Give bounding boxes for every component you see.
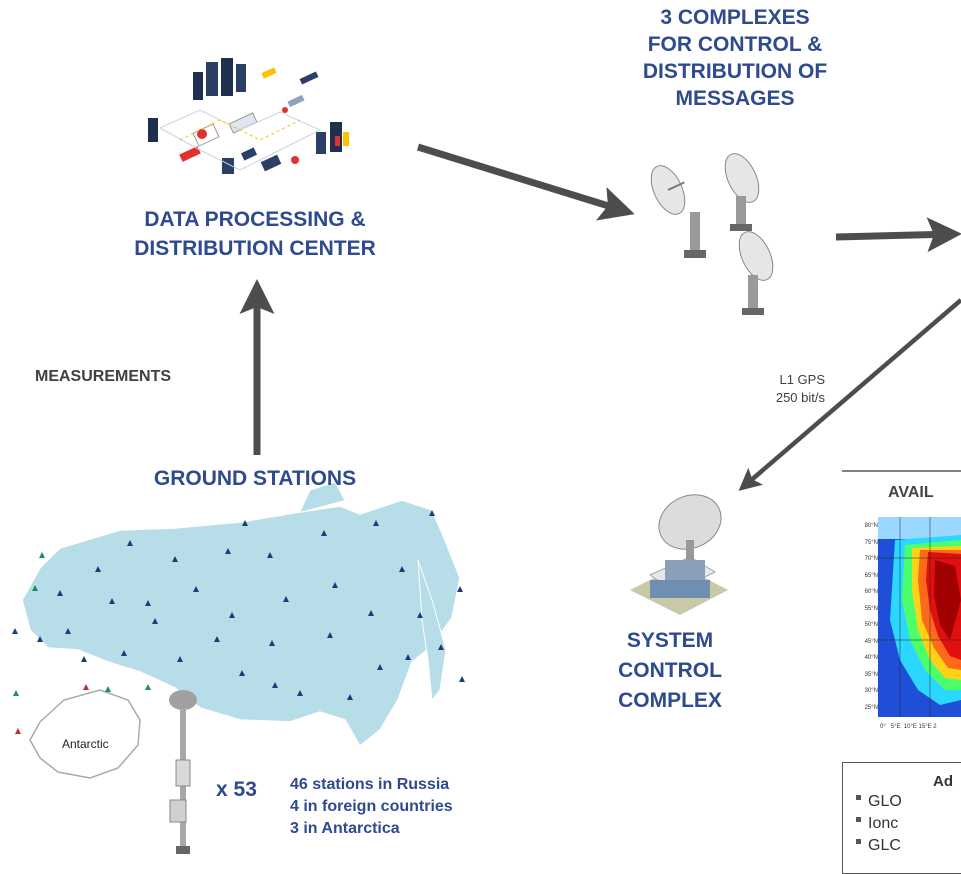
system-control-label: SYSTEM CONTROL COMPLEX bbox=[600, 626, 740, 716]
antarctic-label: Antarctic bbox=[62, 737, 109, 751]
lat-tick: 25°N bbox=[864, 704, 878, 711]
system-control-line-3: COMPLEX bbox=[618, 689, 722, 712]
russia-station-map bbox=[12, 481, 465, 748]
lat-tick: 65°N bbox=[864, 572, 878, 579]
ground-stations-title: GROUND STATIONS bbox=[153, 467, 357, 490]
legend-item: Ionc bbox=[856, 815, 899, 833]
stat-antarctica: 3 in Antarctica bbox=[290, 820, 400, 837]
arrow-satellite-to-control bbox=[738, 298, 961, 491]
data-center-icon bbox=[148, 58, 349, 174]
bullet-icon bbox=[856, 817, 861, 822]
legend-title: Ad bbox=[933, 773, 953, 790]
lat-tick: 75°N bbox=[864, 539, 878, 546]
signal-rate: 250 bit/s bbox=[775, 390, 825, 405]
complexes-line-1: 3 COMPLEXES bbox=[660, 6, 810, 29]
lat-tick: 30°N bbox=[864, 688, 878, 694]
lat-tick: 35°N bbox=[864, 671, 878, 678]
processing-center-line-1: DATA PROCESSING & bbox=[144, 208, 366, 231]
legend-item-label: Ionc bbox=[868, 815, 899, 832]
antenna-dishes-icon bbox=[650, 153, 774, 315]
arrow-processing-to-complexes bbox=[416, 143, 635, 221]
signal-type: L1 GPS bbox=[779, 372, 825, 387]
system-control-line-1: SYSTEM bbox=[626, 629, 714, 652]
complexes-line-3: DISTRIBUTION OF bbox=[642, 60, 828, 83]
lat-tick: 60°N bbox=[864, 589, 878, 595]
lat-tick: 70°N bbox=[864, 556, 878, 562]
arrow-complexes-to-satellite bbox=[835, 217, 961, 253]
lat-tick: 40°N bbox=[864, 655, 878, 661]
station-stats: 46 stations in Russia 4 in foreign count… bbox=[290, 774, 453, 840]
station-count: x 53 bbox=[216, 778, 257, 801]
availability-lat-ticks: 80°N 75°N 70°N 65°N 60°N 55°N 50°N 45°N … bbox=[852, 518, 878, 716]
legend-item-label: GLC bbox=[868, 837, 901, 854]
measurements-label: MEASUREMENTS bbox=[35, 368, 172, 385]
stat-russia: 46 stations in Russia bbox=[290, 776, 450, 793]
signal-label: L1 GPS 250 bit/s bbox=[735, 371, 825, 407]
bullet-icon bbox=[856, 795, 861, 800]
control-building-icon bbox=[630, 494, 728, 615]
legend-item: GLO bbox=[856, 793, 902, 811]
complexes-line-4: MESSAGES bbox=[675, 87, 795, 110]
receiver-antenna-icon bbox=[169, 690, 197, 854]
system-control-line-2: CONTROL bbox=[618, 659, 722, 682]
lat-tick: 80°N bbox=[864, 523, 878, 529]
stat-foreign: 4 in foreign countries bbox=[290, 798, 453, 815]
processing-center-line-2: DISTRIBUTION CENTER bbox=[134, 237, 376, 260]
antarctic-map bbox=[15, 684, 141, 779]
legend-item-label: GLO bbox=[868, 793, 902, 810]
bullet-icon bbox=[856, 839, 861, 844]
legend-box: Ad GLO Ionc GLC bbox=[842, 762, 961, 874]
lat-tick: 45°N bbox=[864, 638, 878, 645]
availability-heatmap bbox=[878, 517, 961, 717]
legend-item: GLC bbox=[856, 837, 901, 855]
complexes-label: 3 COMPLEXES FOR CONTROL & DISTRIBUTION O… bbox=[595, 4, 875, 112]
lat-tick: 55°N bbox=[864, 605, 878, 612]
availability-lon-ticks: 0° 5°E 10°E 15°E 2 bbox=[880, 724, 937, 730]
processing-center-label: DATA PROCESSING & DISTRIBUTION CENTER bbox=[80, 205, 430, 263]
availability-title: AVAIL bbox=[888, 484, 934, 501]
complexes-line-2: FOR CONTROL & bbox=[647, 33, 823, 56]
lat-tick: 50°N bbox=[864, 622, 878, 628]
